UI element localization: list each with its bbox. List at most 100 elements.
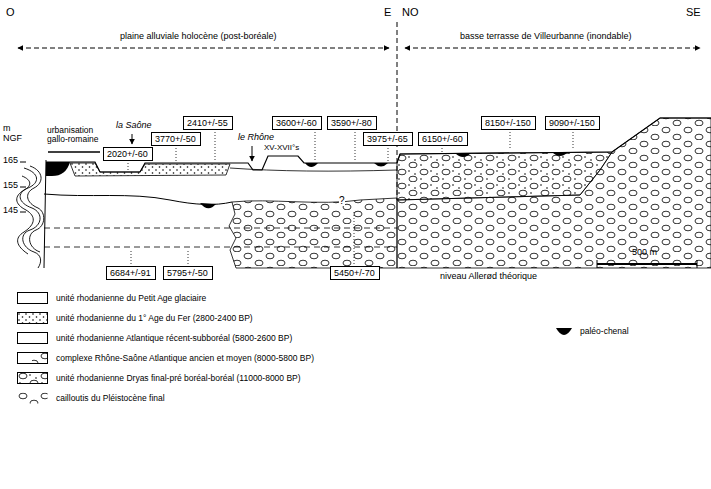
level-note-holder: niveau Allerød théorique xyxy=(440,272,537,282)
query-mark: ? xyxy=(339,195,345,206)
legend-swatch xyxy=(556,327,572,335)
rhone-saone-complex xyxy=(229,198,397,268)
date-box: 6150+/-60 xyxy=(418,132,468,146)
site-note-holder: urbanisation gallo-romaine xyxy=(47,126,109,145)
radiocarbon-date: 5795+/-50 xyxy=(167,268,208,278)
allerod-level xyxy=(44,247,397,248)
radiocarbon-date: 3975+/-65 xyxy=(367,134,408,144)
orientation-holder: O xyxy=(6,6,15,18)
axis-value-holder: 145 xyxy=(3,206,18,216)
iron-age-unit xyxy=(70,163,230,176)
legend-text: unité rhodanienne du 1° Age du Fer (2800… xyxy=(56,313,253,323)
legend-item: unité rhodanienne du 1° Age du Fer (2800… xyxy=(17,312,253,324)
allerod-level xyxy=(44,228,397,229)
date-box: 9090+/-150 xyxy=(545,116,600,130)
leader xyxy=(176,148,177,161)
orientation: O xyxy=(6,6,15,18)
date-box: 8150+/-150 xyxy=(481,116,536,130)
zone-title-holder: plaine alluviale holocène (post-boréale) xyxy=(120,32,277,42)
river-name-holder: la Saône xyxy=(116,121,152,131)
date-box: 5795+/-50 xyxy=(163,266,213,280)
river-arrow xyxy=(132,134,133,144)
orientation-holder: SE xyxy=(686,6,701,18)
radiocarbon-date: 6150+/-60 xyxy=(422,134,463,144)
date-box: 5450+/-70 xyxy=(330,266,380,280)
zone-title: plaine alluviale holocène (post-boréale) xyxy=(120,31,277,41)
legend-item: paléo-chenal xyxy=(556,326,629,336)
orientation-holder: NO xyxy=(402,6,419,18)
river-name-holder: le Rhône xyxy=(238,133,274,143)
paleo-channel xyxy=(46,162,70,176)
paleo-channel xyxy=(305,163,318,167)
leader xyxy=(510,132,511,150)
date-box: 3975+/-65 xyxy=(363,132,413,146)
radiocarbon-date: 6684+/-91 xyxy=(110,268,151,278)
radiocarbon-date: 5450+/-70 xyxy=(334,268,375,278)
leader xyxy=(315,132,316,161)
extent-arrow xyxy=(405,48,700,49)
zone-title: basse terrasse de Villeurbanne (inondabl… xyxy=(460,31,631,41)
leader xyxy=(128,163,129,170)
date-box: 3590+/-80 xyxy=(327,116,377,130)
site-note: urbanisation gallo-romaine xyxy=(47,125,99,144)
leader xyxy=(388,148,389,161)
legend-swatch xyxy=(17,352,48,364)
scale-bar xyxy=(597,260,697,268)
ground-surface xyxy=(46,118,711,172)
scale-label-holder: 500 m xyxy=(632,248,657,258)
urbanisation-bar xyxy=(48,151,100,153)
tick xyxy=(20,162,26,163)
extent-arrow xyxy=(18,48,389,49)
dryas-unit xyxy=(397,152,612,200)
orientation: NO xyxy=(402,6,419,18)
scale-label: 500 m xyxy=(632,247,657,257)
date-box: 3770+/-50 xyxy=(151,132,201,146)
radiocarbon-date: 3770+/-50 xyxy=(155,134,196,144)
axis-value: 145 xyxy=(3,205,18,215)
level-note: niveau Allerød théorique xyxy=(440,271,537,281)
legend-text: unité rhodanienne Dryas final-pré boréal… xyxy=(56,373,301,383)
period-label: XV-XVII°s xyxy=(264,143,299,152)
period-label-holder: XV-XVII°s xyxy=(264,144,299,153)
leader xyxy=(573,132,574,150)
valley-edge xyxy=(44,160,46,268)
legend-text: unité rhodanienne du Petit Age glaciaire xyxy=(56,293,206,303)
sample-leaders xyxy=(128,132,573,264)
fold-line xyxy=(20,168,41,268)
legend-item: complexe Rhône-Saône Atlantique ancien e… xyxy=(17,352,314,364)
scale-tick xyxy=(597,260,598,268)
orientation: E xyxy=(384,6,391,18)
legend-swatch xyxy=(17,292,48,304)
axis-value: 155 xyxy=(3,180,18,190)
swatch-fill xyxy=(18,313,48,324)
radiocarbon-date: 3600+/-60 xyxy=(276,118,317,128)
river-name: le Rhône xyxy=(238,132,274,142)
swatch-border xyxy=(18,353,48,364)
leader xyxy=(188,250,189,264)
leader xyxy=(442,148,443,152)
axis-ticks xyxy=(20,162,26,212)
radiocarbon-date: 2410+/-55 xyxy=(187,118,228,128)
radiocarbon-date: 8150+/-150 xyxy=(485,118,531,128)
paleo-channel xyxy=(455,153,471,157)
radiocarbon-date: 9090+/-150 xyxy=(549,118,595,128)
river-name: la Saône xyxy=(116,120,152,130)
scale-tick xyxy=(697,260,698,268)
pleistocene-gravel xyxy=(397,118,711,268)
swatch-fill xyxy=(18,373,48,384)
fold-line xyxy=(17,176,34,254)
legend-text: complexe Rhône-Saône Atlantique ancien e… xyxy=(56,353,314,363)
legend-text: cailloutis du Pléistocène final xyxy=(56,393,165,403)
river-arrow xyxy=(252,146,253,161)
date-box: 3600+/-60 xyxy=(272,116,322,130)
axis-value: 165 xyxy=(3,155,18,165)
legend-swatch xyxy=(17,392,48,404)
date-box: 6684+/-91 xyxy=(106,266,156,280)
date-box: 2410+/-55 xyxy=(183,116,233,130)
legend-swatch xyxy=(17,372,48,384)
leader xyxy=(355,132,356,161)
date-box: 2020+/-60 xyxy=(103,147,153,161)
swatch-fill xyxy=(32,353,48,364)
leader xyxy=(131,250,132,264)
